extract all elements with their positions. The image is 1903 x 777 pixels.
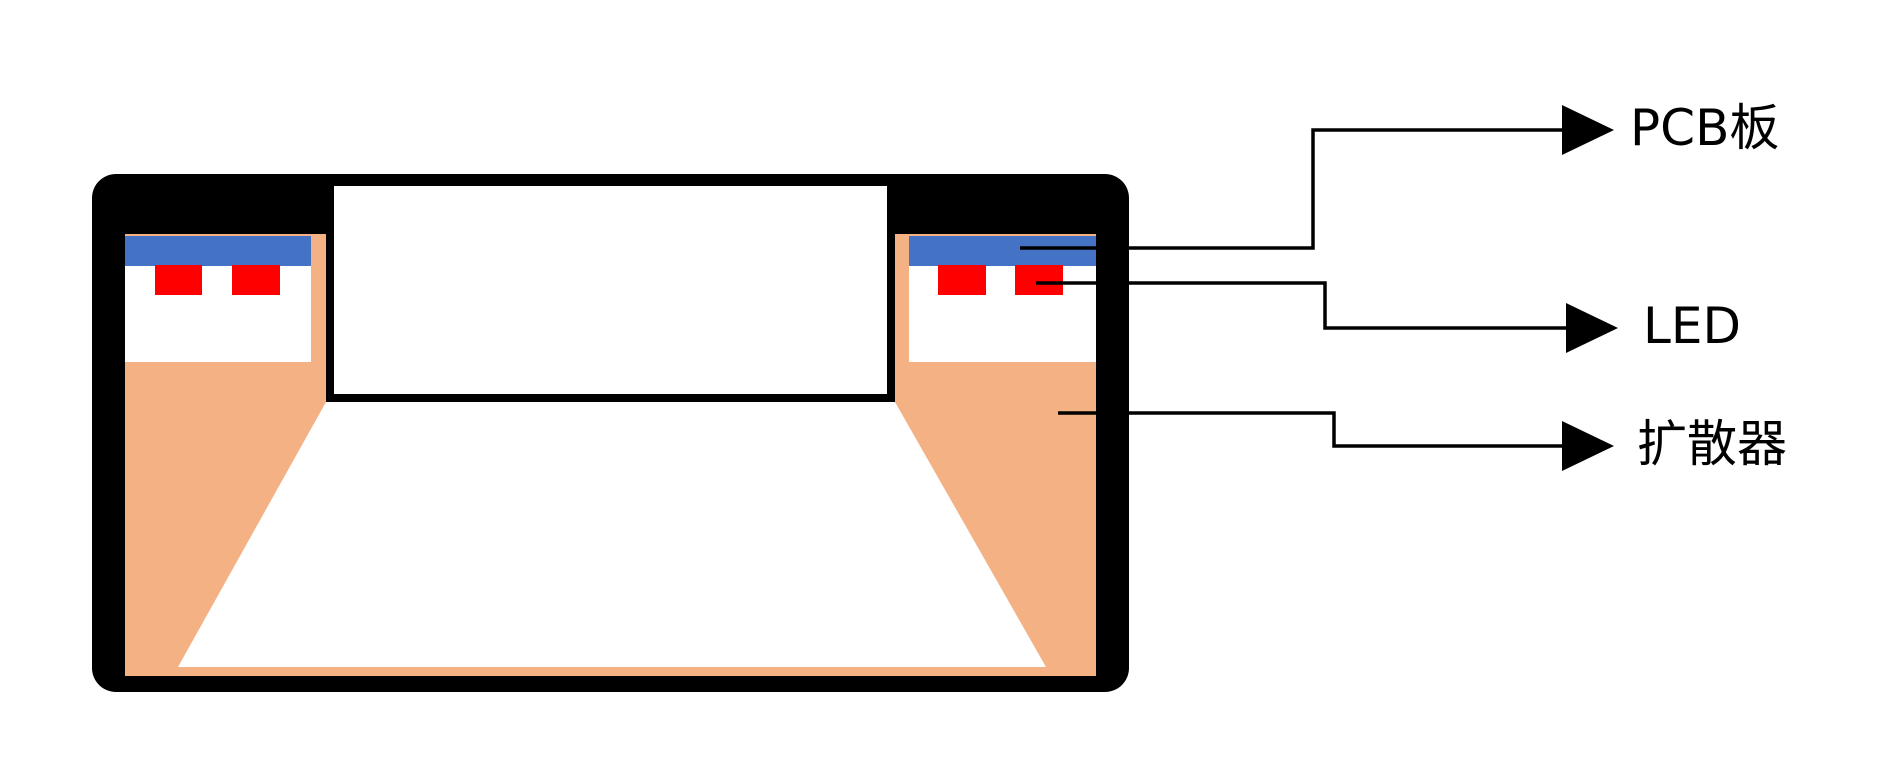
right-pcb-board xyxy=(909,236,1096,266)
arrow-icon-led xyxy=(1566,303,1618,353)
left-led-1 xyxy=(155,265,202,295)
left-led-2 xyxy=(232,265,280,295)
center-window xyxy=(326,178,895,402)
label-diffuser: 扩散器 xyxy=(1637,415,1787,473)
left-pcb-board xyxy=(125,236,311,266)
label-pcb: PCB板 xyxy=(1630,99,1780,157)
right-led-2 xyxy=(1015,265,1063,295)
label-led: LED xyxy=(1643,297,1741,355)
callout-line-pcb xyxy=(1020,128,1566,250)
right-led-1 xyxy=(938,265,986,295)
callout-line-led xyxy=(1036,281,1570,330)
arrow-icon-pcb xyxy=(1562,105,1614,155)
arrow-icon-diffuser xyxy=(1562,421,1614,471)
light-opening xyxy=(178,402,1046,667)
callout-line-diffuser xyxy=(1058,411,1566,448)
